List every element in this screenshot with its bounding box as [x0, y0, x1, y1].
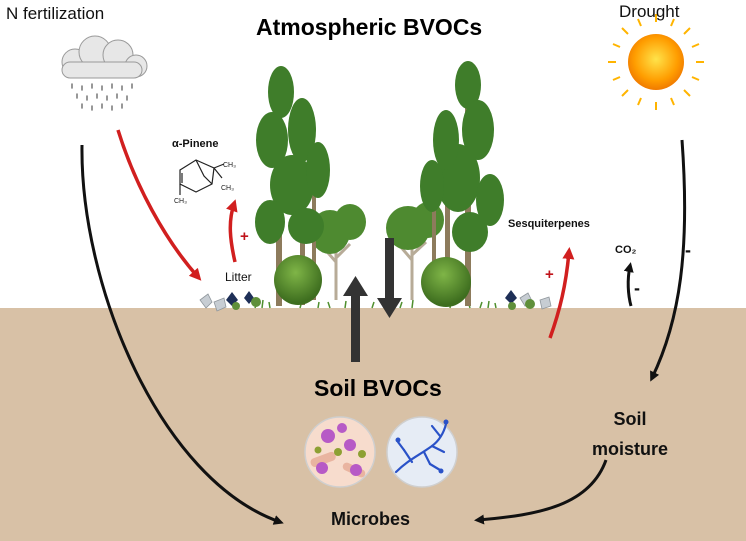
microbe-circle-fungi: [386, 416, 458, 488]
atmospheric-bvocs-title: Atmospheric BVOCs: [256, 14, 483, 40]
drought-label: Drought: [619, 2, 680, 21]
soil-bvocs-label: Soil BVOCs: [314, 375, 442, 401]
drought-to-moisture-arrow: [650, 139, 687, 382]
litter-label: Litter: [225, 270, 252, 284]
rain-cloud-icon: [61, 35, 148, 111]
sun-icon: [608, 14, 704, 110]
ch3-label-3: CH₃: [174, 198, 187, 205]
minus-sign-co2: -: [634, 278, 640, 298]
soil-moisture-line2: moisture: [592, 439, 669, 459]
alpha-pinene-structure: [179, 159, 225, 195]
forest-trees: [255, 61, 504, 307]
microbes-label: Microbes: [331, 509, 411, 529]
soil-moisture-line1: Soil: [613, 409, 647, 429]
minus-sign-drought: -: [685, 240, 691, 260]
ch3-label-1: CH₃: [223, 162, 236, 169]
n-to-microbes-arrow: [80, 144, 284, 525]
ch3-label-2: CH₃: [221, 185, 234, 192]
moisture-to-microbes-arrow: [474, 459, 608, 525]
soil-to-atmosphere-arrow: [343, 276, 368, 362]
co2-arrow: [623, 262, 634, 307]
soil-to-sesquiterpenes-arrow: [548, 247, 575, 339]
pinene-methyl-labels: CH₃ CH₃ CH₃: [174, 162, 236, 205]
soil-moisture-label: Soil moisture: [592, 404, 668, 464]
litter-piles: [199, 290, 552, 312]
n-fertilization-label: N fertilization: [6, 4, 105, 23]
sesquiterpenes-label: Sesquiterpenes: [508, 218, 590, 230]
plus-sign-sesquiterpenes: +: [545, 266, 554, 283]
alpha-pinene-label: α-Pinene: [172, 138, 219, 150]
litter-to-pinene-arrow: [226, 199, 238, 263]
plus-sign-litter: +: [240, 228, 249, 245]
atmosphere-to-soil-arrow: [377, 238, 402, 318]
microbe-circle-bacteria: [304, 416, 376, 488]
co2-label: CO₂: [615, 244, 637, 256]
n-to-litter-arrow: [116, 129, 202, 281]
